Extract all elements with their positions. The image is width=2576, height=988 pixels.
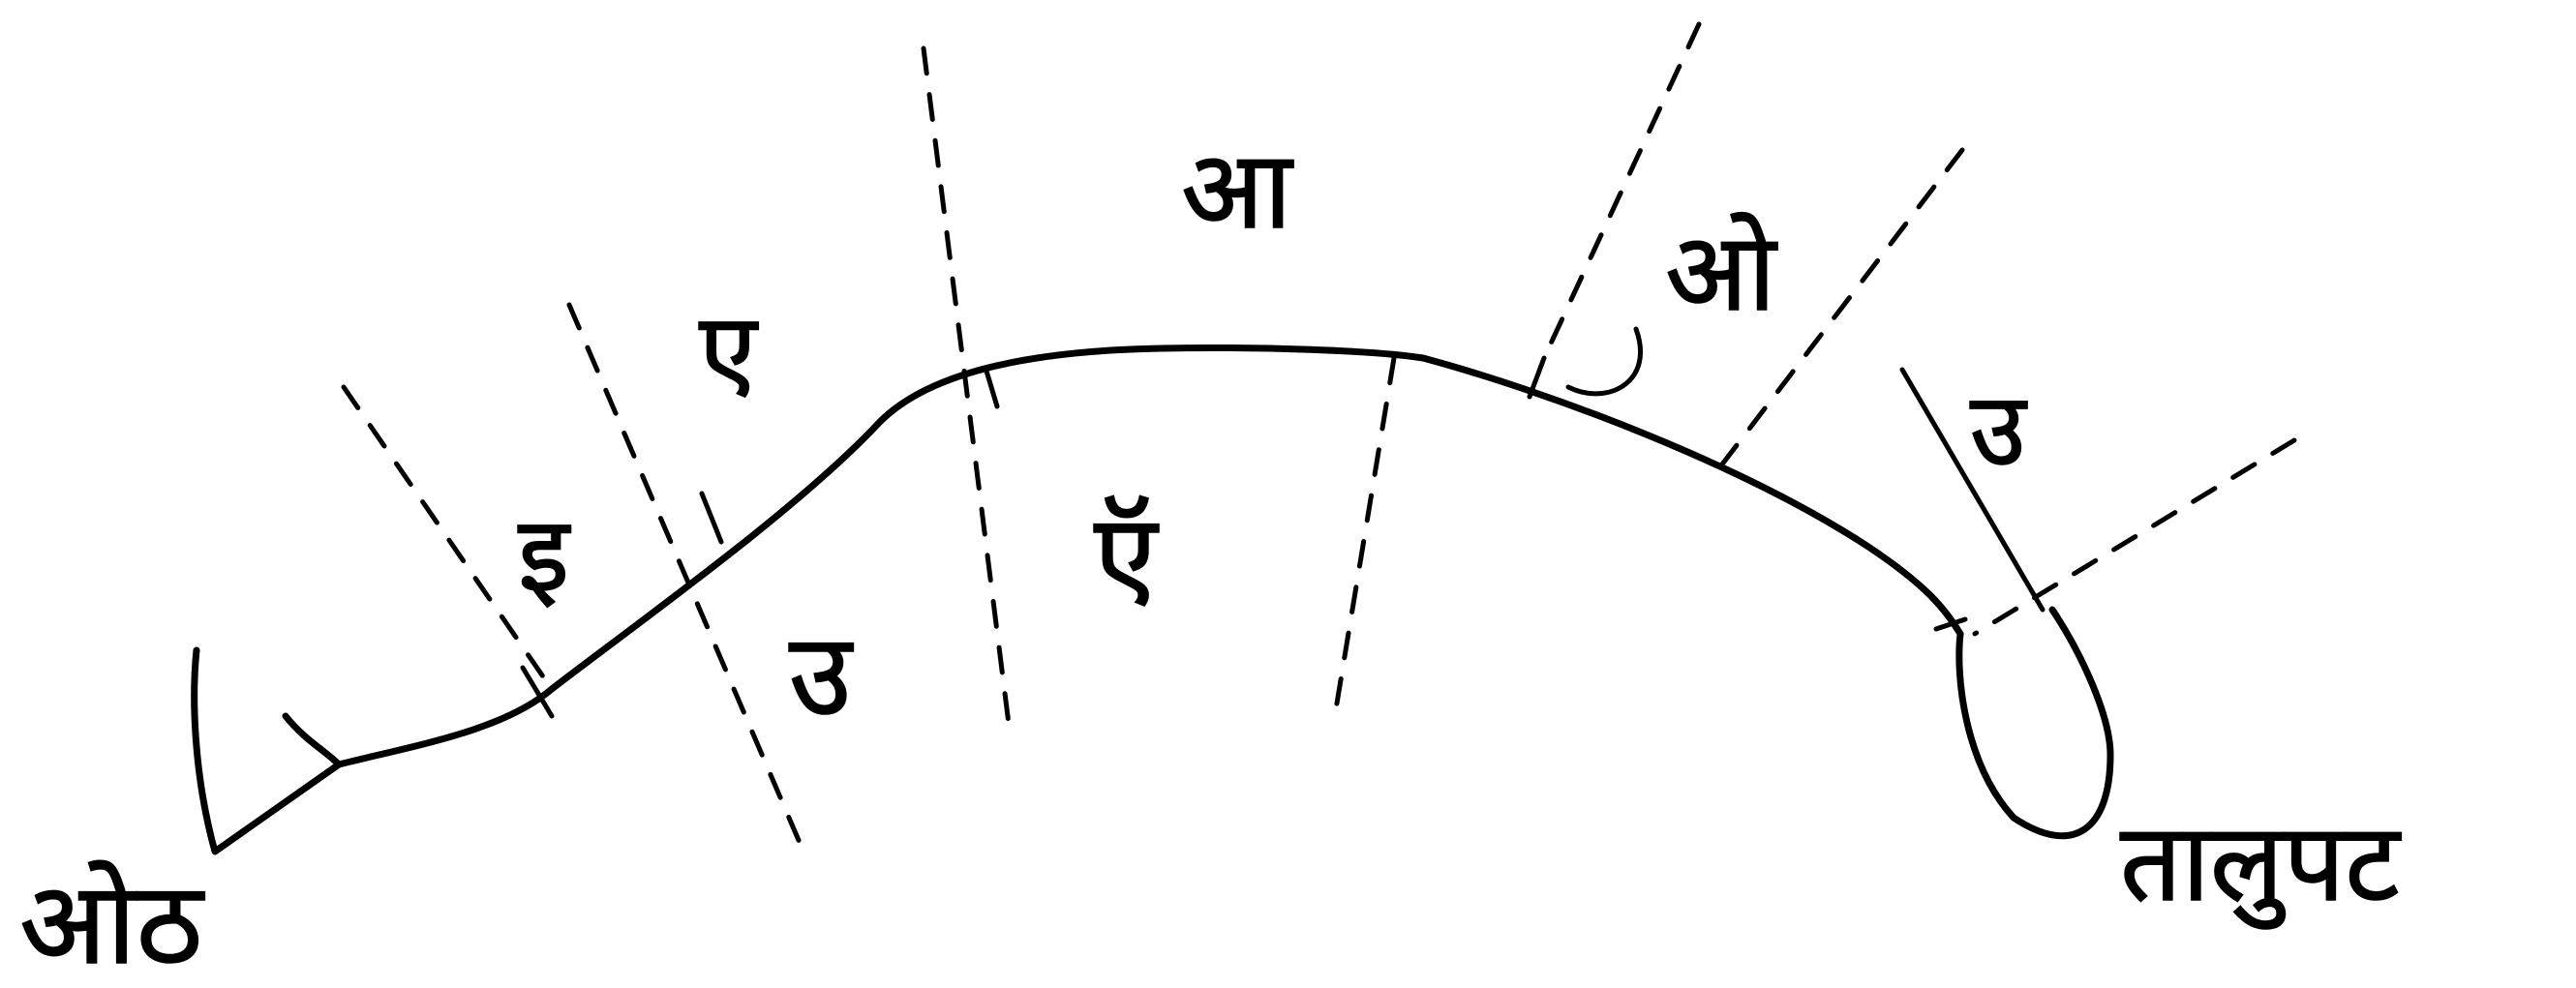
divider-line-7 [1972,437,2297,637]
vowel-label-e: ए [699,291,759,412]
divider-line-4 [1331,355,1397,724]
vowel-label-u: उ [789,608,854,741]
vowel-label-u-back: उ [1970,371,2028,489]
velum-loop [1955,606,2114,840]
divider-line-5 [1541,21,1702,361]
solid-divider-line [1899,367,2046,613]
tick-5 [1933,616,1968,632]
lower-lip-outline [191,646,343,855]
upper-lip-notch [282,712,343,768]
palate-profile-curve [335,344,1964,768]
tick-4 [1527,355,1547,400]
divider-line-2 [566,302,806,854]
divider-line-1 [341,384,550,685]
tick-1 [520,665,555,719]
divider-line-6 [1715,147,1965,472]
tick-2 [699,491,724,545]
back-vowel-arc [1565,326,1644,397]
tick-3 [983,365,1000,409]
vowel-label-aa: आ [1181,128,1294,254]
lips-label: ओठ [19,856,205,988]
vowel-label-i: इ [518,494,571,615]
palate-label: तालुपट [2120,800,2402,930]
vowel-label-ae: ऍ [1094,489,1160,622]
vowel-label-o: ओ [1665,210,1778,336]
divider-line-3 [921,45,1012,727]
